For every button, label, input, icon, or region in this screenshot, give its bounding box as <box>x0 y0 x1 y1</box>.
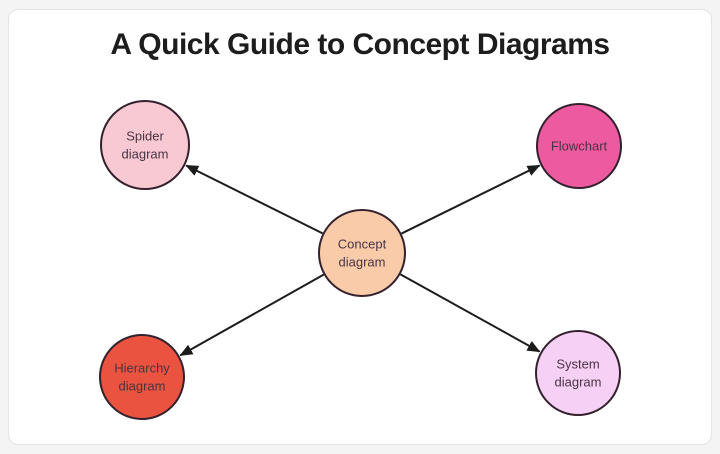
flowchart-label: Flowchart <box>551 139 608 154</box>
hierarchy-circle <box>99 334 185 420</box>
flowchart-circle <box>536 103 622 189</box>
system-circle <box>535 330 621 416</box>
arrow-concept-to-flowchart <box>401 164 541 235</box>
spider-circle <box>100 100 190 190</box>
concept-circle <box>318 209 406 297</box>
arrow-concept-to-spider <box>185 164 324 235</box>
edges-layer <box>179 164 541 357</box>
node-flowchart: Flowchart <box>536 103 622 189</box>
diagram-title: A Quick Guide to Concept Diagrams <box>110 28 610 61</box>
arrow-concept-to-system <box>399 273 541 353</box>
arrow-concept-to-hierarchy <box>179 273 325 357</box>
